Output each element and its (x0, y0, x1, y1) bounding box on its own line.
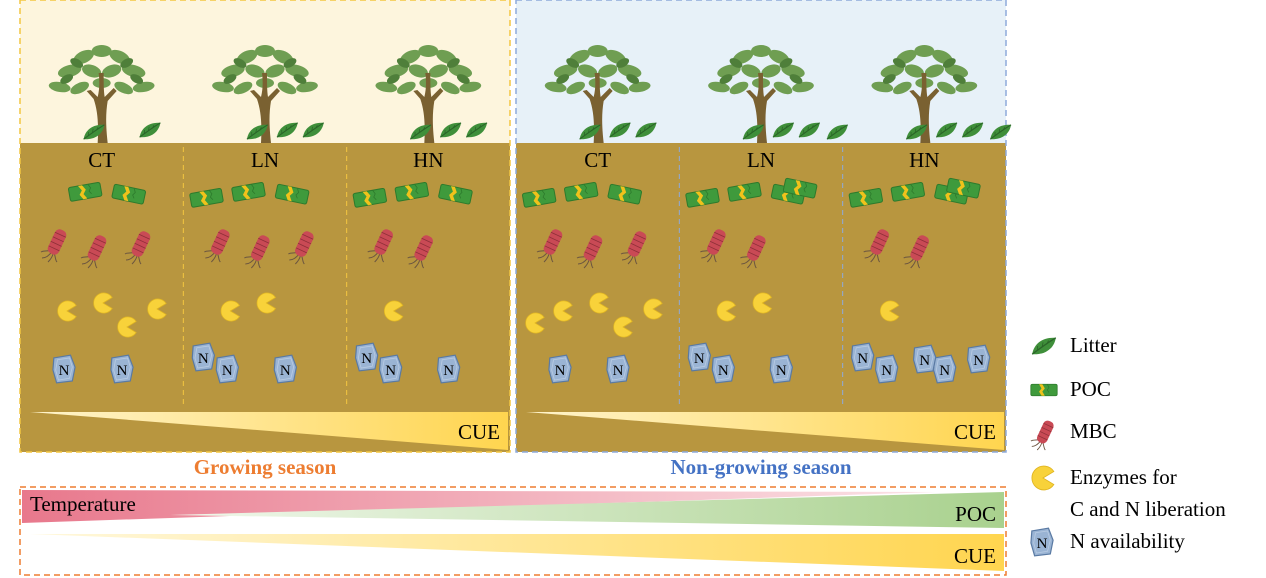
cue-wedge (526, 412, 1004, 450)
n-availability-icon: N (912, 344, 937, 374)
n-glyph: N (718, 363, 729, 379)
n-availability-icon: N (548, 354, 572, 384)
cue-trend-label: CUE (954, 544, 996, 568)
n-availability-icon: N (711, 354, 736, 384)
poc-trend-label: POC (955, 502, 996, 526)
n-glyph: N (555, 363, 566, 379)
legend-item-poc: POC (1030, 377, 1111, 401)
season-label: Non-growing season (670, 455, 851, 479)
treatment-label: CT (88, 148, 115, 172)
legend-label: N availability (1070, 529, 1185, 553)
n-glyph: N (117, 363, 128, 379)
treatment-label: LN (251, 148, 279, 172)
legend-label: Litter (1070, 333, 1117, 357)
litter-icon (1031, 337, 1057, 355)
treatment-label: HN (909, 148, 939, 172)
n-availability-icon: N (687, 342, 712, 372)
legend-item-mbc: MBC (1030, 418, 1117, 451)
n-glyph: N (973, 353, 984, 369)
cue-label: CUE (458, 420, 500, 444)
enzyme-icon (1031, 465, 1055, 491)
treatment-label: CT (584, 148, 611, 172)
n-availability-icon: N (932, 354, 957, 384)
treatment-ct: CT N N (40, 45, 167, 384)
n-availability-icon: N (966, 344, 991, 374)
panel-border (515, 0, 1007, 453)
n-glyph: N (59, 363, 70, 379)
legend-label: POC (1070, 377, 1111, 401)
n-glyph: N (198, 351, 209, 367)
n-availability-icon: N (850, 342, 875, 372)
n-glyph: N (361, 351, 372, 367)
season-label: Growing season (194, 455, 337, 479)
cue-wedge (30, 412, 508, 450)
legend-label: Enzymes for (1070, 465, 1177, 489)
n-glyph: N (776, 363, 787, 379)
n-availability-icon: N (52, 354, 76, 384)
trend-box: Temperature POC CUE (19, 486, 1007, 576)
n-availability-icon: N (436, 354, 461, 384)
n-availability-icon: N (273, 354, 298, 384)
n-availability-icon: N (354, 342, 379, 372)
poc-icon (1030, 383, 1058, 397)
legend-item-litter: Litter (1031, 333, 1117, 357)
n-glyph: N (385, 363, 396, 379)
legend-label: C and N liberation (1070, 497, 1226, 521)
n-glyph: N (694, 351, 705, 367)
mbc-icon (1030, 418, 1056, 451)
n-availability-icon: N (110, 354, 134, 384)
n-availability-icon: N (191, 342, 216, 372)
n-glyph: N (280, 363, 291, 379)
n-glyph: N (857, 351, 868, 367)
n-glyph: N (613, 363, 624, 379)
cue-trend-wedge (30, 534, 1004, 571)
treatment-ct: CT N N (521, 45, 663, 384)
temperature-label: Temperature (30, 492, 136, 516)
n-glyph: N (919, 353, 930, 369)
treatment-label: LN (747, 148, 775, 172)
n-availability-icon: N (874, 354, 899, 384)
n-glyph: N (222, 363, 233, 379)
n-availability-icon: N (215, 354, 240, 384)
n-glyph: N (939, 363, 950, 379)
n-availability-icon: N (606, 354, 630, 384)
panel-border (19, 0, 511, 453)
legend-item-enzyme: Enzymes for C and N liberation (1031, 465, 1226, 521)
n-availability-icon: N (378, 354, 403, 384)
legend-n-glyph: N (1037, 536, 1048, 552)
n-availability-icon: N (769, 354, 794, 384)
treatment-label: HN (413, 148, 443, 172)
poc-wedge (170, 492, 1004, 528)
legend-label: MBC (1070, 419, 1117, 443)
cue-label: CUE (954, 420, 996, 444)
n-glyph: N (881, 363, 892, 379)
legend-item-n-availability: N N availability (1030, 527, 1185, 557)
n-glyph: N (443, 363, 454, 379)
